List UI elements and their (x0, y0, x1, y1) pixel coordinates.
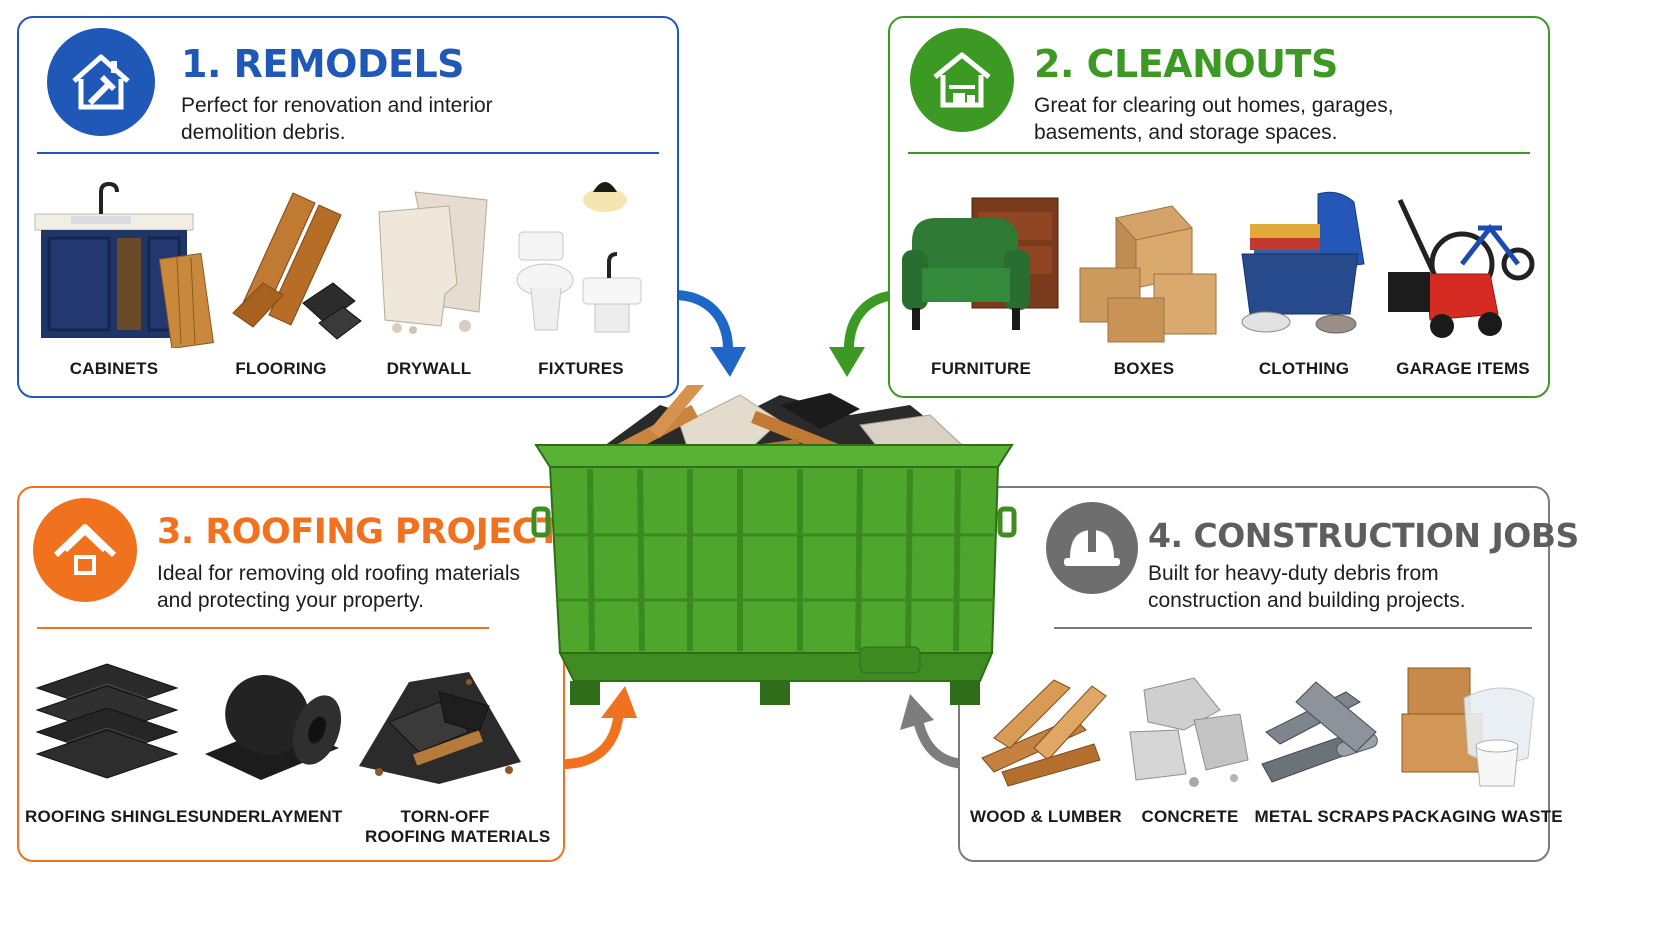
panel-description: Built for heavy-duty debris from constru… (1148, 562, 1466, 612)
cabinet-sink-icon (34, 181, 215, 348)
item-label: WOOD & LUMBER (970, 807, 1122, 826)
panel-title: 4. CONSTRUCTION JOBS (1148, 516, 1579, 555)
item-label: FURNITURE (930, 359, 1031, 378)
fixtures-item (513, 168, 653, 338)
item-label: PACKAGING WASTE (1392, 807, 1563, 826)
item-label: CONCRETE (1141, 807, 1239, 826)
drywall-icon (378, 191, 488, 334)
metal-scraps-item (1256, 672, 1386, 790)
cabinets-item (31, 178, 221, 348)
panel-divider (37, 152, 659, 154)
metal-beams-icon (1261, 681, 1378, 783)
drywall-item (369, 186, 499, 336)
panel-title: 3. ROOFING PROJECTS (157, 512, 585, 552)
underlayment-item (199, 664, 349, 784)
item-label: DRYWALL (386, 359, 472, 378)
hard-hat-icon (1046, 502, 1138, 594)
roll-off-dumpster-icon (531, 385, 1017, 705)
roofing-shingles-item (27, 658, 187, 788)
lawnmower-bike-icon (1388, 198, 1535, 338)
wood-lumber-item (974, 668, 1114, 788)
panel-title: 1. REMODELS (181, 42, 465, 86)
house-hammer-icon (47, 28, 155, 136)
item-label: CABINETS (69, 359, 159, 378)
item-label: UNDERLAYMENT (199, 807, 343, 826)
remodels-panel: 1. REMODELS Perfect for renovation and i… (17, 16, 679, 398)
panel-description: Ideal for removing old roofing materials… (157, 562, 521, 612)
panel-title: 2. CLEANOUTS (1034, 42, 1338, 86)
item-label: CLOTHING (1258, 359, 1350, 378)
item-label: METAL SCRAPS (1254, 807, 1390, 826)
garage-items-item (1386, 188, 1536, 348)
toilet-sink-fixtures-icon (516, 182, 642, 333)
boxes-item (1076, 198, 1226, 348)
garage-boxes-icon (910, 28, 1014, 132)
construction-panel: 4. CONSTRUCTION JOBS Built for heavy-dut… (958, 486, 1579, 862)
item-label: ROOFING SHINGLES (25, 807, 200, 826)
torn-off-roofing-item (349, 662, 529, 788)
roofing-arrow (562, 686, 637, 769)
cleanouts-panel: 2. CLEANOUTS Great for clearing out home… (888, 16, 1550, 398)
cardboard-boxes-icon (1079, 205, 1217, 343)
armchair-dresser-icon (902, 197, 1059, 330)
item-label: ROOFING MATERIALS (365, 827, 551, 846)
packaging-waste-item (1394, 658, 1544, 790)
concrete-item (1124, 670, 1254, 790)
panel-divider (1054, 627, 1532, 629)
remodels-arrow (669, 290, 746, 377)
clothing-item (1234, 184, 1374, 344)
roofing-panel: 3. ROOFING PROJECTS Ideal for removing o… (17, 486, 585, 862)
lumber-pile-icon (981, 679, 1107, 787)
shingles-stack-icon (35, 663, 179, 779)
item-label: FLOORING (235, 359, 327, 378)
roofing-debris-icon (359, 672, 521, 784)
clothing-bin-icon (1241, 191, 1365, 334)
item-label: GARAGE ITEMS (1396, 359, 1530, 378)
flooring-planks-icon (232, 192, 362, 340)
panel-divider (908, 152, 1530, 154)
flooring-item (223, 183, 363, 343)
roof-icon (33, 498, 137, 602)
concrete-rubble-icon (1129, 677, 1249, 787)
furniture-item (898, 188, 1068, 338)
panel-description: Great for clearing out homes, garages, b… (1034, 94, 1394, 144)
item-label: FIXTURES (538, 359, 624, 378)
item-label: TORN-OFF (400, 807, 490, 826)
item-label: BOXES (1113, 359, 1175, 378)
underlayment-roll-icon (205, 674, 342, 780)
packaging-waste-icon (1401, 667, 1535, 787)
panel-description: Perfect for renovation and interior demo… (181, 94, 493, 144)
panel-divider (37, 627, 489, 629)
